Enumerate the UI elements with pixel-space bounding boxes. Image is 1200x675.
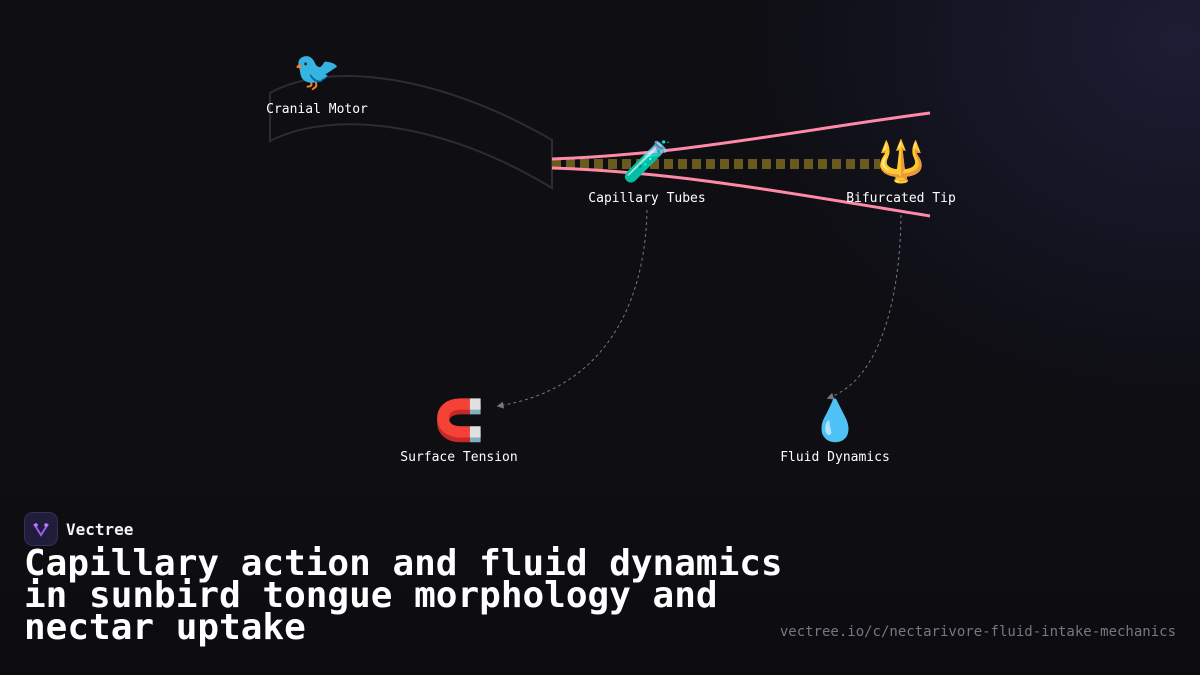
test-tube-icon: 🧪 — [622, 139, 672, 185]
node-surface-tension[interactable]: 🧲 Surface Tension — [400, 397, 517, 465]
node-cranial-motor[interactable]: 🐦 Cranial Motor — [266, 49, 368, 117]
node-label-surface-tension: Surface Tension — [400, 450, 517, 465]
node-label-bifurcated-tip: Bifurcated Tip — [846, 191, 956, 206]
node-label-cranial-motor: Cranial Motor — [266, 102, 368, 117]
tongue-lower-edge — [551, 166, 931, 218]
brand-name: Vectree — [66, 519, 134, 539]
arrow-tip-to-fluid-dynamics — [826, 214, 902, 400]
tongue-upper-edge — [551, 111, 931, 161]
brand[interactable]: Vectree — [24, 512, 133, 546]
node-bifurcated-tip[interactable]: 🔱 Bifurcated Tip — [846, 138, 956, 206]
arrow-capillary-to-surface-tension — [496, 209, 648, 409]
node-fluid-dynamics[interactable]: 💧 Fluid Dynamics — [780, 397, 890, 465]
page-title: Capillary action and fluid dynamics in s… — [24, 543, 783, 648]
page-url[interactable]: vectree.io/c/nectarivore-fluid-intake-me… — [779, 624, 1176, 640]
cranial-motor-link — [269, 75, 553, 190]
droplet-icon: 💧 — [810, 397, 860, 444]
trident-icon: 🔱 — [876, 138, 926, 185]
node-capillary-tubes[interactable]: 🧪 Capillary Tubes — [588, 139, 705, 206]
bird-icon: 🐦 — [293, 49, 340, 93]
node-label-capillary-tubes: Capillary Tubes — [588, 191, 705, 206]
magnet-icon: 🧲 — [434, 397, 484, 444]
node-label-fluid-dynamics: Fluid Dynamics — [780, 450, 890, 465]
vectree-logo-icon — [24, 512, 58, 546]
